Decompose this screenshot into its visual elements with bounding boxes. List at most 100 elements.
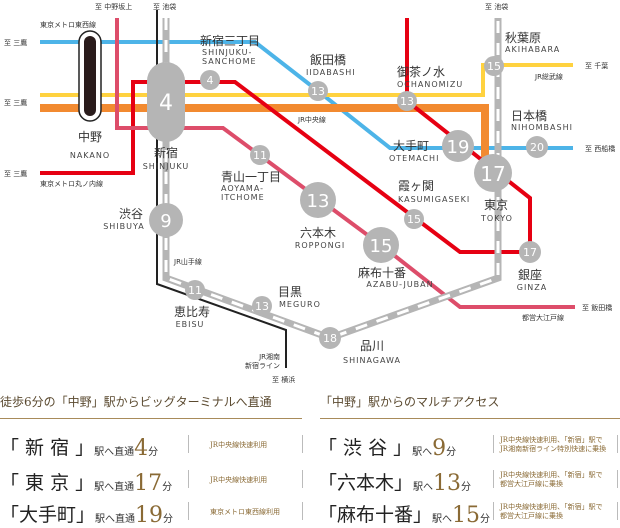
shinjuku-label: 新宿 bbox=[154, 145, 178, 160]
akihabara-minutes: 15 bbox=[487, 60, 501, 73]
nihombashi-minutes: 20 bbox=[530, 141, 544, 154]
meguro-label-en: MEGURO bbox=[279, 300, 321, 309]
route-note: JR中央線快速利用 bbox=[210, 476, 268, 484]
separator bbox=[617, 470, 618, 488]
to-nishifunabashi-label: 至 西船橋 bbox=[585, 144, 615, 153]
suffix: 駅へ直通 bbox=[95, 514, 136, 525]
roppongi-minutes: 13 bbox=[307, 191, 330, 212]
aoyama-label-en: AOYAMA- bbox=[221, 184, 264, 193]
yamanote-line-label: JR山手線 bbox=[173, 257, 202, 266]
aoyama-minutes: 11 bbox=[253, 149, 267, 162]
unit: 分 bbox=[162, 482, 173, 493]
shinagawa-label: 品川 bbox=[360, 339, 384, 353]
separator bbox=[617, 502, 618, 520]
right-heading: 「中野」駅からのマルチアクセス bbox=[320, 395, 500, 409]
aoyama-label: 青山一丁目 bbox=[221, 170, 281, 184]
ginza-label: 銀座 bbox=[518, 267, 542, 282]
unit: 分 bbox=[148, 447, 159, 458]
route-note: 東京メトロ東西線利用 bbox=[210, 508, 280, 516]
note-line: JR中央線快速利用、「新宿」駅で bbox=[500, 471, 603, 479]
unit: 分 bbox=[461, 482, 472, 493]
separator bbox=[493, 435, 494, 453]
note-line: JR湘南新宿ライン特別快速に乗換 bbox=[500, 445, 607, 453]
route-map: 4 4 13 13 15 20 19 17 11 13 15 15 17 9 1… bbox=[4, 2, 615, 384]
marunouchi-line-label: 東京メトロ丸ノ内線 bbox=[40, 179, 103, 188]
to-mitaka-label: 至 三鷹 bbox=[4, 38, 27, 47]
station-name: 「大手町」 bbox=[0, 504, 96, 526]
ginza-label-en: GINZA bbox=[517, 283, 548, 292]
left-heading: 徒歩6分の「中野」駅からビッグターミナルへ直通 bbox=[0, 395, 272, 409]
kasumigaseki-minutes: 15 bbox=[407, 213, 421, 226]
ochanomizu-label: 御茶ノ水 bbox=[397, 64, 445, 79]
akihabara-label-en: AKIHABARA bbox=[505, 45, 560, 54]
note-line: 都営大江戸線に乗換 bbox=[500, 512, 563, 520]
note-line: JR中央線快速利用、「新宿」駅で bbox=[500, 503, 603, 511]
ginza-minutes: 17 bbox=[523, 246, 537, 259]
note-line: 都営大江戸線に乗換 bbox=[500, 480, 563, 488]
unit: 分 bbox=[480, 514, 491, 525]
nihombashi-label: 日本橋 bbox=[511, 109, 547, 123]
separator bbox=[302, 435, 303, 453]
sanchome-label-en: SHINJUKU- bbox=[202, 48, 252, 57]
unit: 分 bbox=[446, 447, 457, 458]
separator bbox=[493, 502, 494, 520]
sanchome-label-en: SANCHOME bbox=[202, 57, 257, 66]
access-summary: 徒歩6分の「中野」駅からビッグターミナルへ直通 「中野」駅からのマルチアクセス … bbox=[0, 385, 620, 527]
separator bbox=[188, 435, 189, 453]
azabu-minutes: 15 bbox=[370, 236, 393, 257]
station-name: 「麻布十番」 bbox=[318, 504, 433, 526]
oedo-line-label: 都営大江戸線 bbox=[522, 313, 564, 322]
nihombashi-label-en: NIHOMBASHI bbox=[511, 123, 573, 132]
chuo-line bbox=[40, 104, 489, 165]
to-chiba-label: 至 千葉 bbox=[585, 61, 608, 70]
minutes: 15 bbox=[452, 503, 481, 528]
shibuya-minutes: 9 bbox=[160, 211, 171, 232]
kasumigaseki-label: 霞ヶ関 bbox=[398, 179, 434, 193]
route-note: JR中央線快速利用、「新宿」駅で都営大江戸線に乗換 bbox=[500, 471, 603, 489]
suffix: 駅へ bbox=[432, 514, 453, 525]
nakano-label-en: NAKANO bbox=[70, 151, 110, 160]
to-ikebukuro-label: 至 池袋 bbox=[485, 2, 508, 11]
aoyama-label-en: ITCHOME bbox=[221, 193, 265, 202]
note-line: JR中央線快速利用、「新宿」駅で bbox=[500, 436, 603, 444]
shibuya-label: 渋谷 bbox=[119, 207, 143, 221]
station-circles bbox=[149, 56, 548, 349]
meguro-minutes: 13 bbox=[255, 300, 269, 313]
station-name: 「 東 京 」 bbox=[0, 472, 95, 494]
separator bbox=[617, 435, 618, 453]
ochanomizu-label-en: OCHANOMIZU bbox=[397, 80, 463, 89]
station-name: 「 渋 谷 」 bbox=[318, 437, 413, 459]
otemachi-label: 大手町 bbox=[393, 139, 429, 153]
station-name: 「 新 宿 」 bbox=[0, 437, 95, 459]
chuo-line-label: JR中央線 bbox=[297, 115, 326, 124]
sobu-line bbox=[40, 63, 573, 97]
to-yokohama-label: 至 横浜 bbox=[272, 375, 295, 384]
azabu-label: 麻布十番 bbox=[358, 265, 406, 280]
shonan-line-label: 新宿ライン bbox=[245, 361, 280, 370]
shinagawa-minutes: 18 bbox=[323, 332, 337, 345]
otemachi-label-en: OTEMACHI bbox=[389, 154, 439, 163]
to-nakanosakaue-label: 至 中野坂上 bbox=[95, 2, 132, 11]
ebisu-minutes: 11 bbox=[188, 284, 202, 297]
shonan-shinjuku-line bbox=[156, 10, 287, 368]
minutes: 9 bbox=[432, 436, 447, 461]
minutes: 4 bbox=[134, 436, 149, 461]
akihabara-label: 秋葉原 bbox=[505, 31, 541, 45]
to-mitaka-label: 至 三鷹 bbox=[4, 98, 27, 107]
shinagawa-label-en: SHINAGAWA bbox=[343, 356, 401, 365]
roppongi-label-en: ROPPONGI bbox=[295, 241, 345, 250]
right-divider bbox=[320, 418, 620, 419]
suffix: 駅へ bbox=[413, 482, 434, 493]
to-mitaka-label: 至 三鷹 bbox=[4, 169, 27, 178]
left-divider bbox=[0, 418, 302, 419]
tozai-line-label: 東京メトロ東西線 bbox=[40, 20, 96, 29]
separator bbox=[302, 502, 303, 520]
tokyo-label: 東京 bbox=[484, 198, 508, 212]
tokyo-label-en: TOKYO bbox=[480, 214, 513, 223]
shinjuku-label-en: SHINJUKU bbox=[143, 162, 190, 171]
route-note: JR中央線快速利用 bbox=[210, 441, 268, 449]
sanchome-label: 新宿三丁目 bbox=[200, 33, 260, 48]
